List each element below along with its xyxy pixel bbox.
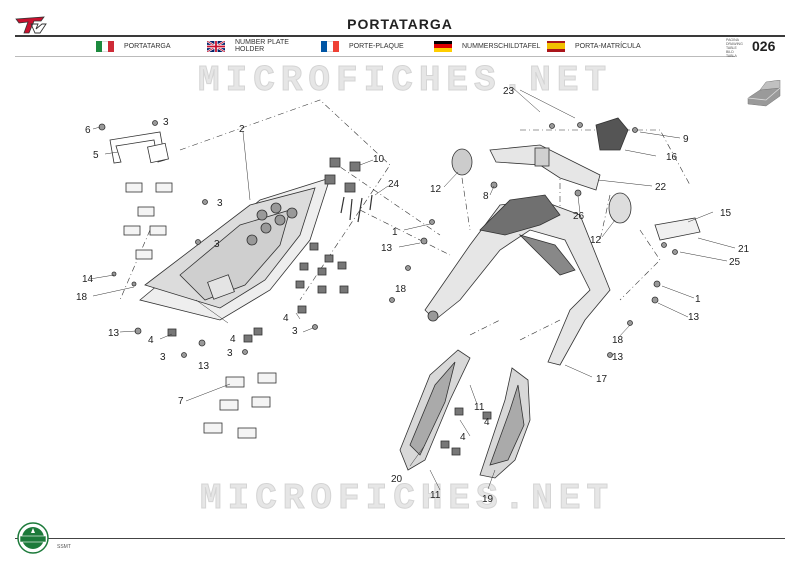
callout-3: 3 bbox=[160, 352, 166, 363]
callout-21: 21 bbox=[738, 244, 750, 255]
part-7-pads bbox=[123, 182, 277, 439]
callout-numbers: 2 6 3 5 3 3 10 24 14 18 4 3 13 4 4 3 3 1… bbox=[76, 86, 750, 505]
callout-13: 13 bbox=[612, 352, 624, 363]
benelli-logo bbox=[17, 522, 49, 554]
callout-1: 1 bbox=[392, 227, 398, 238]
leader-lines bbox=[89, 87, 736, 491]
callout-13: 13 bbox=[381, 243, 393, 254]
callout-3: 3 bbox=[227, 348, 233, 359]
callout-5: 5 bbox=[93, 150, 99, 161]
part-2-undertray bbox=[139, 177, 331, 321]
language-row-divider bbox=[15, 56, 735, 57]
lang-french: PORTE-PLAQUE bbox=[321, 39, 404, 53]
uk-flag-icon bbox=[207, 40, 225, 52]
lang-label: NUMBER PLATE HOLDER bbox=[235, 39, 289, 53]
callout-3: 3 bbox=[214, 239, 220, 250]
part-12-reflectors bbox=[451, 148, 632, 224]
callout-2: 2 bbox=[239, 124, 245, 135]
lang-spanish: PORTA-MATRÍCULA bbox=[547, 39, 641, 53]
page-code-legend: PAGINA DRAWING TABLE BILD TABLA bbox=[726, 38, 743, 58]
lang-label: NUMMERSCHILDTAFEL bbox=[462, 42, 541, 50]
callout-13: 13 bbox=[108, 328, 120, 339]
lang-label: PORTATARGA bbox=[124, 42, 171, 50]
callout-20: 20 bbox=[391, 474, 403, 485]
exploded-view-icon bbox=[747, 80, 781, 107]
clip-nuts bbox=[167, 157, 492, 456]
italy-flag-icon bbox=[96, 40, 114, 52]
callout-12: 12 bbox=[430, 184, 442, 195]
callout-9: 9 bbox=[683, 134, 689, 145]
lang-label: PORTA-MATRÍCULA bbox=[575, 42, 641, 50]
lang-english: NUMBER PLATE HOLDER bbox=[207, 39, 289, 53]
callout-4: 4 bbox=[230, 334, 236, 345]
callout-16: 16 bbox=[666, 152, 678, 163]
callout-3: 3 bbox=[163, 117, 169, 128]
callout-18: 18 bbox=[612, 335, 624, 346]
callout-15: 15 bbox=[720, 208, 732, 219]
lang-label: PORTE-PLAQUE bbox=[349, 42, 404, 50]
callout-4: 4 bbox=[484, 417, 490, 428]
lang-italian: PORTATARGA bbox=[96, 39, 171, 53]
part-22-plate-bracket bbox=[489, 144, 601, 191]
lang-german: NUMMERSCHILDTAFEL bbox=[434, 39, 540, 53]
tnt-logo bbox=[15, 16, 47, 34]
spain-flag-icon bbox=[547, 40, 565, 52]
callout-11: 11 bbox=[430, 490, 441, 501]
callout-7: 7 bbox=[178, 396, 184, 407]
assembly-guide-lines bbox=[119, 99, 691, 341]
callout-13: 13 bbox=[688, 312, 700, 323]
callout-22: 22 bbox=[655, 182, 667, 193]
model-code: SSMT bbox=[57, 544, 71, 550]
screws-24 bbox=[340, 194, 373, 223]
callout-19: 19 bbox=[482, 494, 494, 505]
callout-10: 10 bbox=[373, 154, 385, 165]
part-15-license-light bbox=[654, 217, 701, 241]
page-number: 026 bbox=[752, 38, 776, 54]
callout-25: 25 bbox=[729, 257, 741, 268]
callout-8: 8 bbox=[483, 191, 489, 202]
callout-3: 3 bbox=[217, 198, 223, 209]
callout-18: 18 bbox=[395, 284, 407, 295]
part-20-side-panel bbox=[399, 349, 471, 471]
page-title: PORTATARGA bbox=[347, 16, 453, 32]
callout-12: 12 bbox=[590, 235, 602, 246]
part-16-tail-light bbox=[595, 117, 629, 151]
callout-4: 4 bbox=[283, 313, 289, 324]
callout-18: 18 bbox=[76, 292, 88, 303]
callout-24: 24 bbox=[388, 179, 400, 190]
part-5-bracket bbox=[109, 131, 169, 164]
callout-3: 3 bbox=[292, 326, 298, 337]
callout-4: 4 bbox=[148, 335, 154, 346]
watermark-bottom: MICROFICHES.NET bbox=[199, 478, 615, 520]
callout-11: 11 bbox=[474, 402, 485, 413]
callout-6: 6 bbox=[85, 125, 91, 136]
callout-1: 1 bbox=[695, 294, 701, 305]
callout-23: 23 bbox=[503, 86, 515, 97]
france-flag-icon bbox=[321, 40, 339, 52]
watermark-top: MICROFICHES.NET bbox=[197, 60, 613, 102]
callout-4: 4 bbox=[460, 432, 466, 443]
callout-26: 26 bbox=[573, 211, 585, 222]
header-divider bbox=[15, 35, 785, 37]
part-17-tail-frame bbox=[424, 194, 611, 366]
callout-14: 14 bbox=[82, 274, 94, 285]
part-19-side-panel bbox=[479, 367, 531, 479]
callout-17: 17 bbox=[596, 374, 608, 385]
footer-divider bbox=[15, 538, 785, 539]
fasteners bbox=[98, 120, 678, 358]
germany-flag-icon bbox=[434, 40, 452, 52]
callout-13: 13 bbox=[198, 361, 210, 372]
